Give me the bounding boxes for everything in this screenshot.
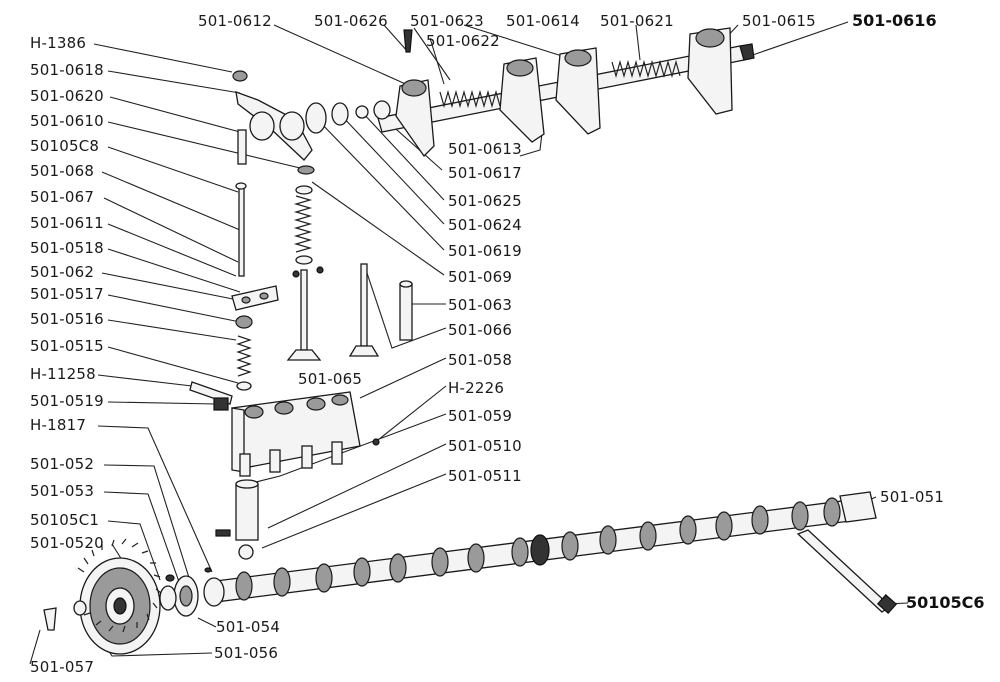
label-501-0622: 501-0622 [426,32,500,50]
label-501-0625: 501-0625 [448,192,522,210]
label-501-0616: 501-0616 [852,11,937,30]
label-501-0617: 501-0617 [448,164,522,182]
camshaft-lobes [235,497,841,601]
label-501-0612: 501-0612 [198,12,272,30]
label-501-0618: 501-0618 [30,61,104,79]
leader-lines [29,21,909,665]
flange-parts [43,567,212,631]
label-501-066: 501-066 [448,321,512,339]
label-501-0510: 501-0510 [448,437,522,455]
camshaft [203,491,877,607]
label-50105c1: 50105С1 [30,511,99,529]
label-501-059: 501-059 [448,407,512,425]
label-h1386: Н-1386 [30,34,86,52]
label-501-0614: 501-0614 [506,12,580,30]
label-501-052: 501-052 [30,455,94,473]
tappet-block [231,391,380,477]
label-501-0518: 501-0518 [30,239,104,257]
label-501-067: 501-067 [30,188,94,206]
label-501-0610: 501-0610 [30,112,104,130]
label-501-0519: 501-0519 [30,392,104,410]
label-501-0516: 501-0516 [30,310,104,328]
label-501-068: 501-068 [30,162,94,180]
tappet-parts [215,479,259,560]
label-501-062: 501-062 [30,263,94,281]
label-501-063: 501-063 [448,296,512,314]
label-501-051: 501-051 [880,488,944,506]
label-501-0611: 501-0611 [30,214,104,232]
label-501-0615: 501-0615 [742,12,816,30]
label-501-054: 501-054 [216,618,280,636]
label-501-057: 501-057 [30,658,94,676]
label-501-0624: 501-0624 [448,216,522,234]
label-501-0613: 501-0613 [448,140,522,158]
label-501-0619: 501-0619 [448,242,522,260]
label-501-0621: 501-0621 [600,12,674,30]
label-h2226: Н-2226 [448,379,504,397]
rocker-arm-group [189,70,413,411]
label-501-0623: 501-0623 [410,12,484,30]
label-501-0520: 501-0520 [30,534,104,552]
part-labels: Н-1386 501-0618 501-0620 501-0610 50105С… [30,11,985,676]
label-50105c8: 50105С8 [30,137,99,155]
label-501-0626: 501-0626 [314,12,388,30]
camshaft-gear [77,538,162,655]
label-501-056: 501-056 [214,644,278,662]
rocker-shaft-assembly [305,27,755,158]
drive-rod [796,529,898,614]
label-501-053: 501-053 [30,482,94,500]
label-h11258: Н-11258 [30,365,96,383]
label-501-0511: 501-0511 [448,467,522,485]
label-h1817: Н-1817 [30,416,86,434]
label-50105c6: 50105С6 [906,593,985,612]
label-501-058: 501-058 [448,351,512,369]
label-501-069: 501-069 [448,268,512,286]
label-501-065: 501-065 [298,370,362,388]
label-501-0515: 501-0515 [30,337,104,355]
label-501-0517: 501-0517 [30,285,104,303]
label-501-0620: 501-0620 [30,87,104,105]
